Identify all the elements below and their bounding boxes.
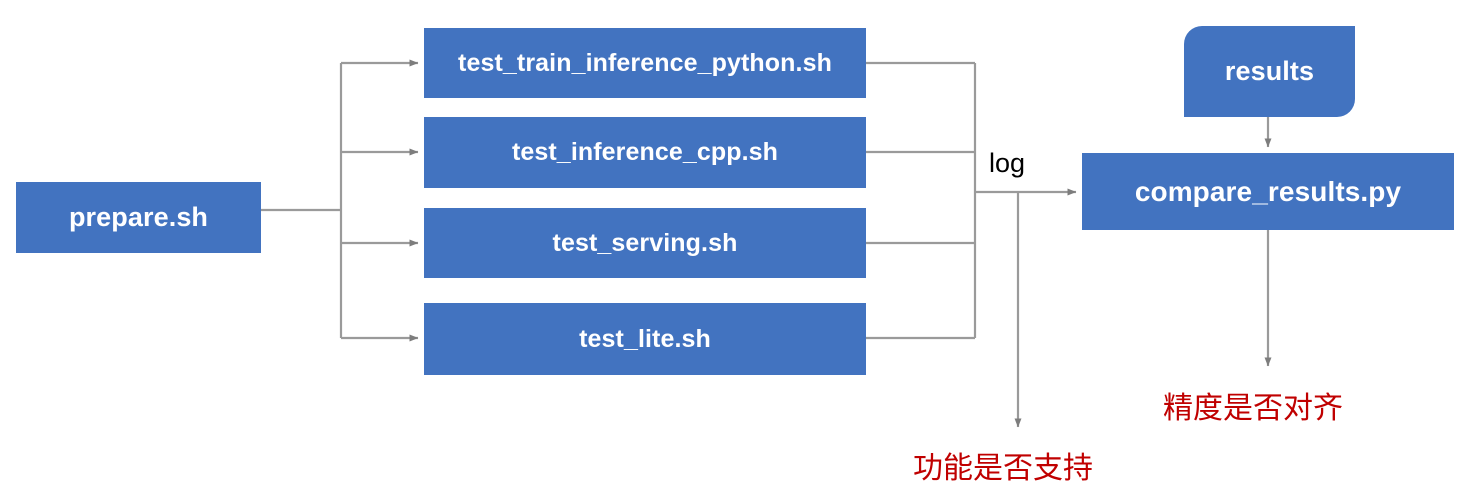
node-compare-results-py[interactable]: compare_results.py xyxy=(1082,153,1454,230)
annotation-precision-aligned: 精度是否对齐 xyxy=(1163,391,1343,426)
node-test-lite[interactable]: test_lite.sh xyxy=(424,303,866,375)
node-test-serving[interactable]: test_serving.sh xyxy=(424,208,866,278)
annotation-function-supported: 功能是否支持 xyxy=(913,451,1093,486)
node-results[interactable]: results xyxy=(1184,26,1355,117)
node-test-train-inference-python[interactable]: test_train_inference_python.sh xyxy=(424,28,866,98)
node-prepare-sh[interactable]: prepare.sh xyxy=(16,182,261,253)
edge-label-log: log xyxy=(989,148,1026,178)
node-test-inference-cpp[interactable]: test_inference_cpp.sh xyxy=(424,117,866,188)
